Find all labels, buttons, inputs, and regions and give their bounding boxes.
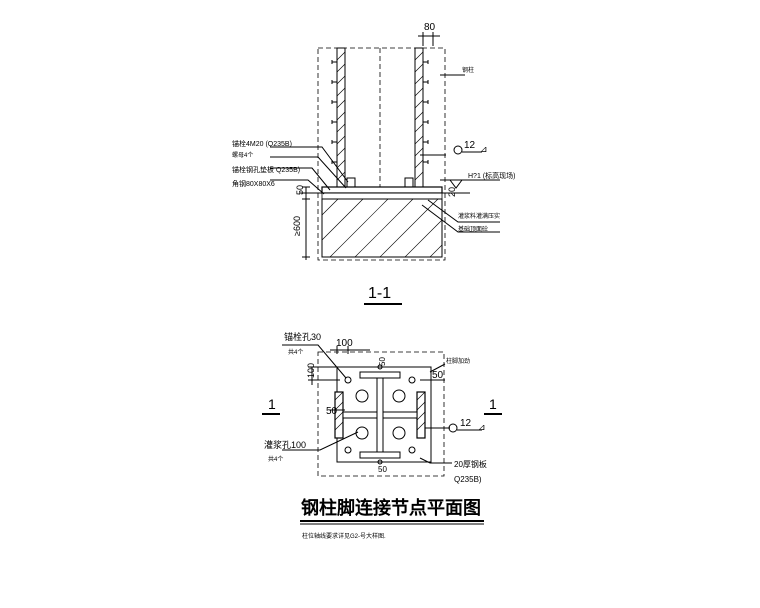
dim-100-left: 100 <box>306 363 316 378</box>
label-hole-count: 共4个 <box>288 348 303 356</box>
label-grout-hole: 灌浆孔100 <box>264 439 306 450</box>
label-plate-mat: Q235B) <box>454 475 482 484</box>
grout-layer <box>321 192 443 200</box>
plan-stiffener-v <box>376 375 384 455</box>
label-column: 钢柱 <box>462 66 474 74</box>
stud-connectors <box>331 60 429 164</box>
dim-50-left: 50 <box>326 406 338 417</box>
label-nut: 螺母4个 <box>232 151 253 159</box>
plan-weld-sym: ⊿ <box>478 422 486 432</box>
label-stiffener: 柱脚加劲 <box>446 357 470 365</box>
dim-80-text: 80 <box>424 22 436 33</box>
base-plate <box>321 186 443 194</box>
dim-100-top: 100 <box>336 338 353 349</box>
plan-bottom-plate <box>359 451 401 459</box>
label-weld-sym: ⊿ <box>480 144 488 154</box>
dim-50-right: 50 <box>432 370 444 381</box>
leaders-left <box>270 74 500 233</box>
label-grout: 灌浆料灌满压实 <box>458 212 500 220</box>
label-bolt: 锚栓4M20 (Q235B) <box>232 139 292 148</box>
plan-weld-circle <box>448 423 458 433</box>
label-elev: H?1 (标高现场) <box>468 171 515 180</box>
label-grout-count: 共4个 <box>268 455 283 463</box>
label-angle: 角钢80X80X6 <box>232 179 275 188</box>
section-1-1: 80 50 ≥600 20 锚栓4M20 (Q235B) 螺母4个 锚栓钢孔垫板… <box>232 22 515 305</box>
label-plate: 锚栓钢孔垫板 Q235B) <box>232 165 300 174</box>
plan-dims <box>308 346 445 411</box>
section-title: 1-1 <box>368 285 391 302</box>
dim-50-top: 50 <box>378 357 387 366</box>
grout-holes <box>355 389 406 440</box>
elevation-marker <box>440 179 500 189</box>
dim-50-bottom: 50 <box>378 465 387 474</box>
weld-circle <box>453 145 463 155</box>
dim-20-text: 20 <box>447 187 457 197</box>
plan-top-plate <box>359 371 401 379</box>
plan-note: 柱位轴线要求详见G2-号大样图. <box>302 532 386 540</box>
label-weld: 12 <box>464 140 476 151</box>
foundation-outline <box>317 47 446 261</box>
section-mark-left: 1 <box>268 396 276 412</box>
flange-hatch <box>336 51 424 181</box>
plan-view: 100 100 50 50 50 50 锚栓孔30 共4个 柱脚加劲 灌浆孔10… <box>262 331 502 540</box>
plan-label-weld: 12 <box>460 418 472 429</box>
dim-left <box>302 186 310 260</box>
plan-title: 钢柱脚连接节点平面图 <box>301 497 481 518</box>
anchor-holes <box>344 364 416 465</box>
label-concrete: 基础顶面砼 <box>458 225 488 233</box>
concrete-foundation <box>321 198 443 258</box>
dim-600-text: ≥600 <box>292 216 302 236</box>
label-hole: 锚栓孔30 <box>284 331 321 342</box>
plan-hatch <box>334 391 426 431</box>
label-plate: 20厚钢板 <box>454 459 487 469</box>
concrete-hatch <box>321 198 443 258</box>
dim-80 <box>418 32 440 46</box>
dim-50-text: 50 <box>295 185 305 195</box>
plan-leaders <box>282 344 452 464</box>
plan-foundation-outline <box>317 351 445 477</box>
section-mark-right: 1 <box>489 396 497 412</box>
